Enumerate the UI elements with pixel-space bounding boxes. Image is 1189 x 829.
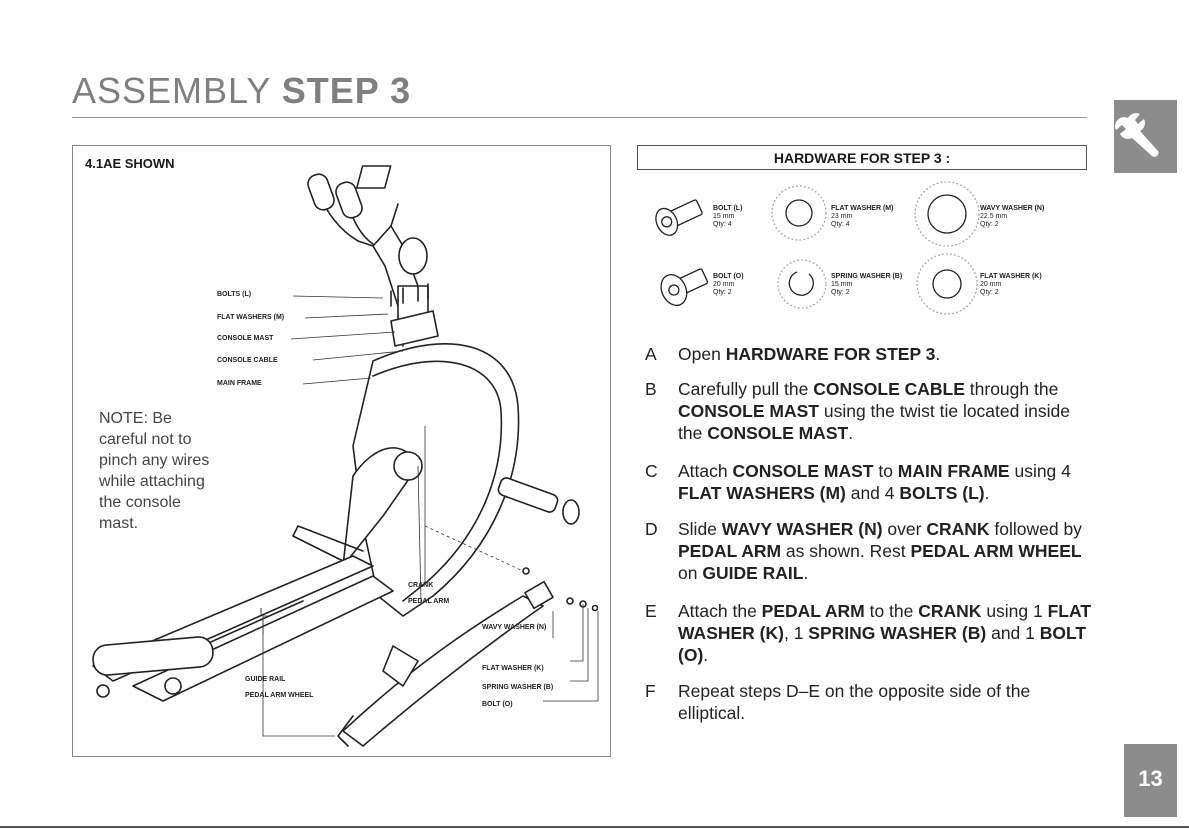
step-letter: A — [645, 344, 657, 364]
step-letter: C — [645, 461, 658, 481]
elliptical-illustration — [92, 165, 599, 747]
callout-wavy-washer: WAVY WASHER (N) — [482, 624, 547, 631]
callout-pedal-arm-wheel: PEDAL ARM WHEEL — [245, 692, 314, 699]
step-keyword: PEDAL ARM WHEEL — [910, 541, 1082, 561]
flat-washer-icon — [916, 253, 978, 315]
assembly-diagram: 4.1AE SHOWN — [72, 145, 611, 757]
callout-console-mast: CONSOLE MAST — [217, 335, 274, 342]
step-letter: D — [645, 519, 658, 539]
step-text-segment: through the — [964, 379, 1059, 399]
hardware-item-wavy-washer-n: WAVY WASHER (N) 22.5 mm Qty: 2 — [980, 205, 1045, 228]
wrench-icon — [1115, 113, 1159, 157]
callout-flat-washer: FLAT WASHER (K) — [482, 665, 544, 672]
step-keyword: BOLTS (L) — [899, 483, 985, 503]
callout-crank: CRANK — [408, 582, 434, 589]
step-text-segment: Attach the — [678, 601, 762, 621]
callout-bolts: BOLTS (L) — [217, 291, 252, 298]
step-keyword: CRANK — [926, 519, 990, 539]
step-keyword: CRANK — [918, 601, 982, 621]
step-keyword: BOLT (O) — [678, 623, 1087, 665]
hardware-title: HARDWARE FOR STEP 3 : — [773, 150, 951, 166]
step-letter: B — [645, 379, 657, 399]
step-text-segment: to — [873, 461, 898, 481]
step-text: Slide WAVY WASHER (N) over CRANK followe… — [678, 518, 1093, 584]
callout-main-frame: MAIN FRAME — [217, 380, 262, 387]
hardware-icons — [655, 181, 980, 315]
wavy-washer-icon — [914, 181, 980, 247]
spring-washer-icon — [777, 259, 827, 309]
hardware-item-spring-washer-b: SPRING WASHER (B) 15 mm Qty: 2 — [831, 273, 903, 296]
step-keyword: PEDAL ARM — [678, 541, 782, 561]
step-text-segment: followed by — [989, 519, 1082, 539]
bolt-icon — [655, 199, 703, 236]
step-keyword: FLAT WASHERS (M) — [678, 483, 846, 503]
callout-console-cable: CONSOLE CABLE — [217, 357, 278, 364]
step-text: Carefully pull the CONSOLE CABLE through… — [678, 378, 1093, 444]
step-text-segment: Open — [678, 344, 726, 364]
title-light: ASSEMBLY — [72, 70, 271, 111]
caution-note: NOTE: Be careful not to pinch any wires … — [99, 410, 210, 532]
step-text-segment: as shown. Rest — [781, 541, 911, 561]
footer-divider — [0, 826, 1189, 828]
step-text-segment: using 4 — [1009, 461, 1071, 481]
step-keyword: CONSOLE MAST — [732, 461, 874, 481]
step-keyword: PEDAL ARM — [761, 601, 865, 621]
step-text: Open HARDWARE FOR STEP 3. — [678, 343, 1093, 365]
step-text-segment: . — [848, 423, 854, 443]
callout-pedal-arm: PEDAL ARM — [408, 598, 450, 605]
callout-flat-washers: FLAT WASHERS (M) — [217, 314, 285, 321]
step-text-segment: to the — [864, 601, 919, 621]
bolt-icon — [660, 268, 709, 307]
step-text-segment: using 1 — [981, 601, 1048, 621]
step-text: Attach the PEDAL ARM to the CRANK using … — [678, 600, 1093, 666]
step-keyword: MAIN FRAME — [897, 461, 1010, 481]
step-keyword: CONSOLE CABLE — [813, 379, 965, 399]
page-number: 13 — [1138, 766, 1163, 791]
model-shown-label: 4.1AE SHOWN — [85, 156, 175, 171]
step-letter: F — [645, 681, 656, 701]
step-keyword: HARDWARE FOR STEP 3 — [725, 344, 936, 364]
step-keyword: CONSOLE MAST — [678, 401, 819, 421]
section-tab — [1114, 100, 1177, 173]
step-text-segment: Attach — [678, 461, 733, 481]
title-bold: STEP 3 — [281, 70, 412, 111]
step-keyword: SPRING WASHER (B) — [808, 623, 987, 643]
page-title: ASSEMBLY STEP 3 — [72, 70, 411, 112]
step-text-segment: . — [984, 483, 990, 503]
hardware-item-bolt-l: BOLT (L) 15 mm Qty: 4 — [713, 205, 743, 228]
step-text-segment: and 1 — [986, 623, 1040, 643]
title-divider — [72, 117, 1087, 118]
page-number-tab: 13 — [1124, 744, 1177, 817]
step-text-segment: . — [803, 563, 809, 583]
step-text: Repeat steps D–E on the opposite side of… — [678, 680, 1093, 724]
step-text-segment: . — [703, 645, 709, 665]
step-keyword: CONSOLE MAST — [707, 423, 849, 443]
step-text-segment: using the twist tie located inside the — [678, 401, 1070, 443]
step-letter: E — [645, 601, 657, 621]
flat-washer-icon — [771, 185, 827, 241]
step-keyword: GUIDE RAIL — [702, 563, 804, 583]
step-text: Attach CONSOLE MAST to MAIN FRAME using … — [678, 460, 1093, 504]
step-text-segment: , 1 — [783, 623, 809, 643]
step-text-segment: Repeat steps D–E on the opposite side of… — [678, 681, 1031, 723]
step-keyword: FLAT WASHER (K) — [678, 601, 1092, 643]
callout-guide-rail: GUIDE RAIL — [245, 676, 286, 683]
step-text-segment: Carefully pull the — [678, 379, 814, 399]
hardware-item-flat-washer-k: FLAT WASHER (K) 20 mm Qty: 2 — [980, 273, 1042, 296]
callout-spring-washer: SPRING WASHER (B) — [482, 684, 554, 691]
hardware-item-bolt-o: BOLT (O) 20 mm Qty: 2 — [713, 273, 744, 296]
hardware-header: HARDWARE FOR STEP 3 : — [637, 145, 1087, 170]
step-text-segment: Slide — [678, 519, 722, 539]
step-text-segment: . — [935, 344, 941, 364]
callout-bolt: BOLT (O) — [482, 701, 513, 708]
step-text-segment: on — [678, 563, 703, 583]
step-text-segment: and 4 — [845, 483, 900, 503]
hardware-item-flat-washer-m: FLAT WASHER (M) 23 mm Qty: 4 — [831, 205, 894, 228]
step-text-segment: over — [882, 519, 927, 539]
step-keyword: WAVY WASHER (N) — [721, 519, 883, 539]
